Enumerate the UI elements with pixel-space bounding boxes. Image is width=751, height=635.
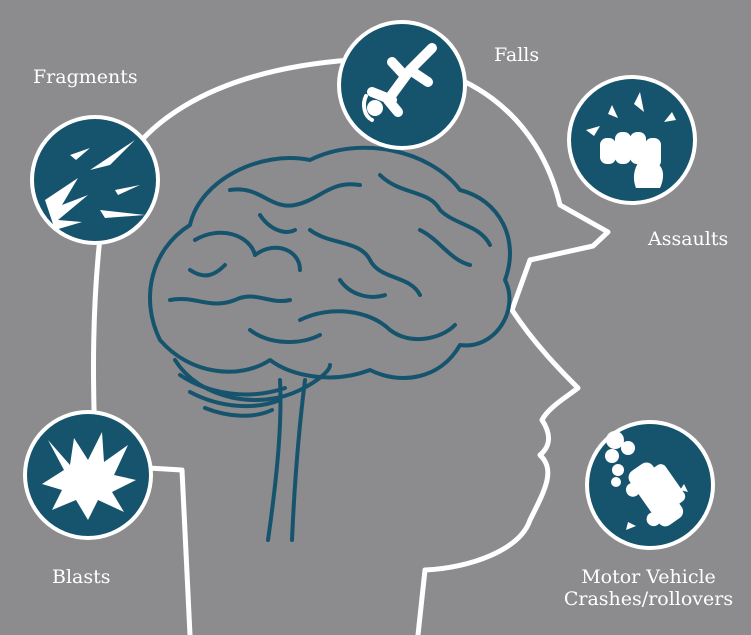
fragments-label: Fragments: [33, 66, 138, 88]
brain-illustration: [148, 145, 512, 542]
vehicle-label: Motor Vehicle Crashes/rollovers: [546, 566, 751, 610]
fragments-badge: [30, 115, 160, 245]
vehicle-badge: [585, 420, 715, 550]
blasts-label: Blasts: [52, 566, 111, 588]
falling-person-icon: [362, 43, 437, 122]
head-helmet-outline: [91, 57, 611, 635]
assaults-label: Assaults: [648, 228, 729, 250]
falls-label: Falls: [494, 44, 540, 66]
shrapnel-icon: [45, 140, 145, 230]
falls-badge: [337, 20, 467, 150]
vehicle-label-line1: Motor Vehicle: [581, 566, 716, 588]
blasts-badge: [23, 410, 153, 540]
vehicle-label-line2: Crashes/rollovers: [563, 588, 734, 610]
explosion-icon: [42, 432, 136, 520]
fist-icon: [586, 92, 676, 188]
assaults-badge: [567, 75, 697, 205]
overturned-car-icon: [605, 431, 688, 530]
